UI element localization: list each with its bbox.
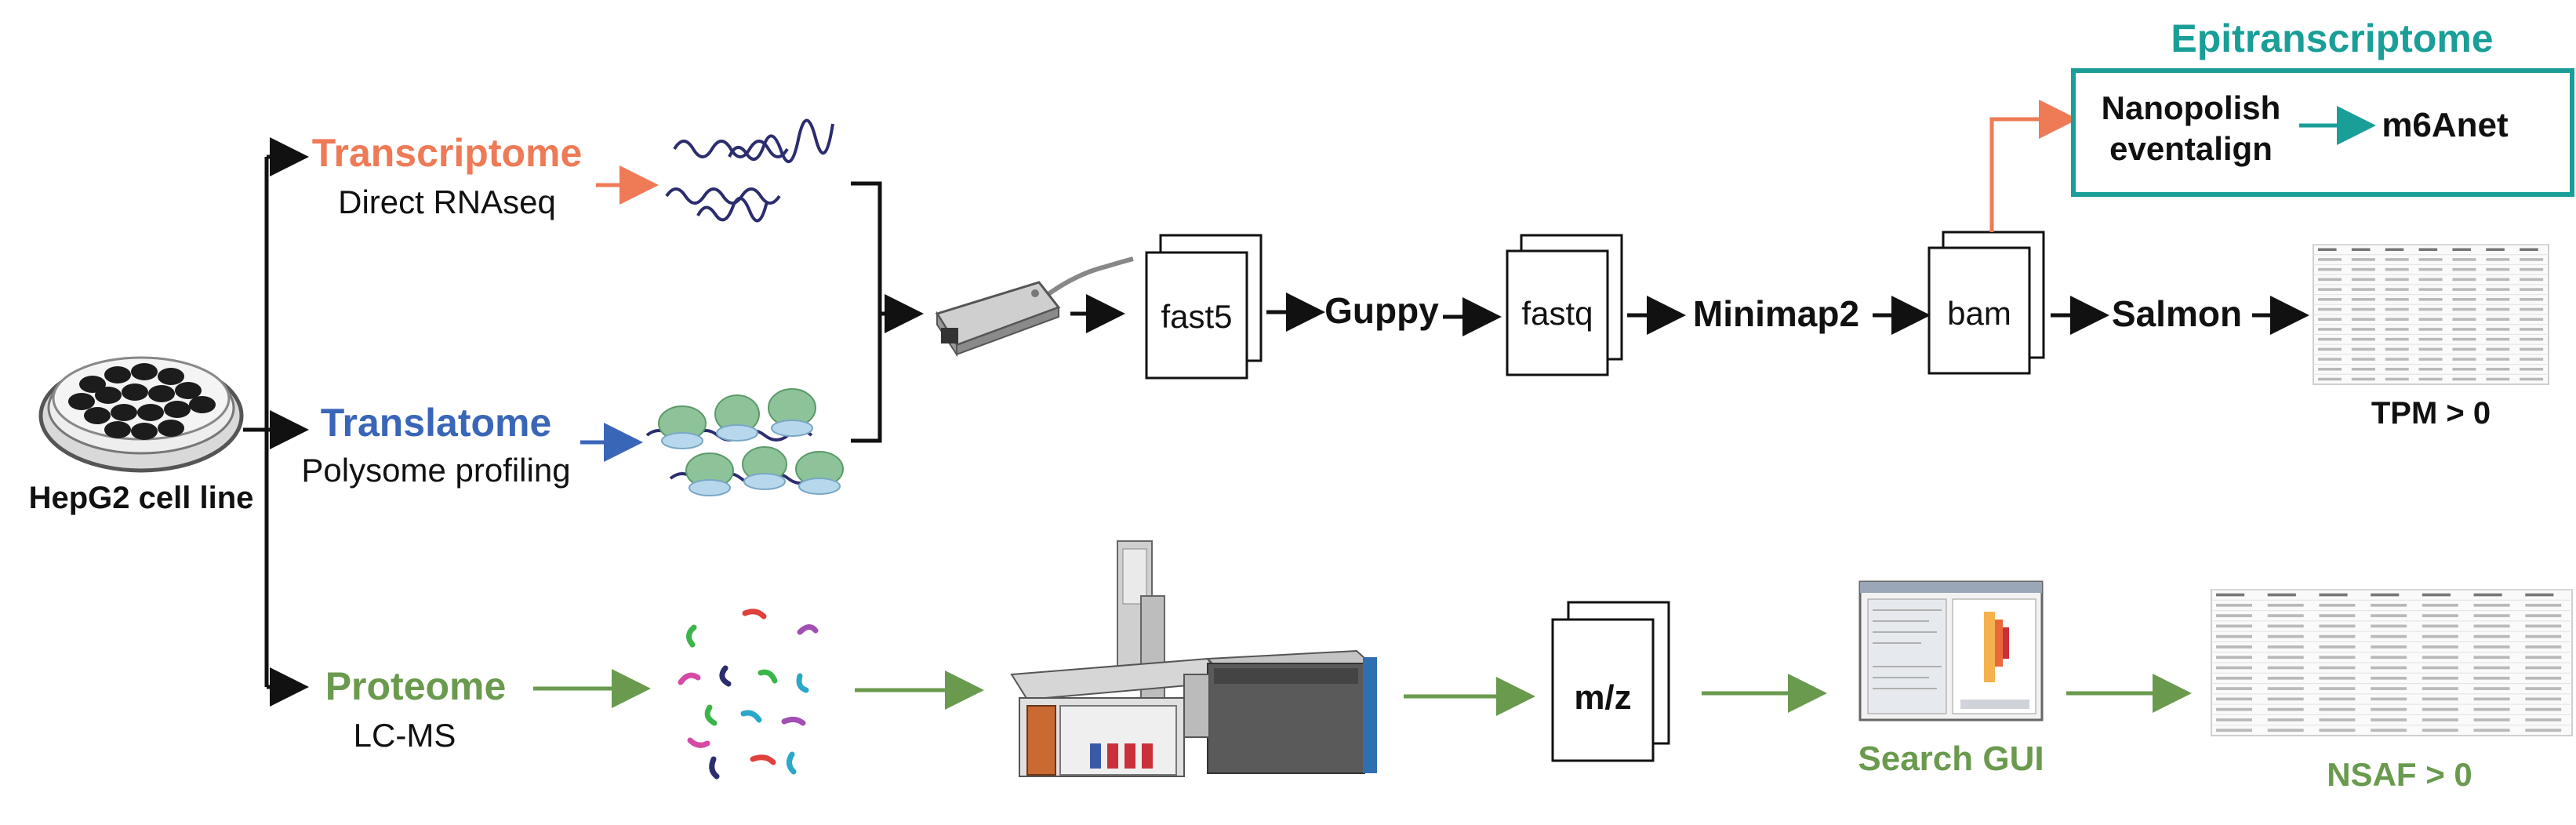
fastq-label: fastq: [1521, 295, 1593, 332]
fast5-file-icon: [1145, 234, 1263, 380]
mz-file-icon: [1551, 601, 1670, 762]
nsaf-label: NSAF > 0: [2327, 756, 2472, 793]
protein-table-icon: [2211, 589, 2573, 736]
m6anet-label: m6Anet: [2382, 106, 2509, 144]
fast5-label: fast5: [1161, 298, 1232, 335]
proteome-title: Proteome: [325, 664, 507, 708]
software-window-icon: [1858, 580, 2044, 721]
tpm-label: TPM > 0: [2371, 396, 2491, 431]
nanopolish-label: Nanopolish: [2102, 89, 2281, 126]
polysome-icon: [645, 388, 844, 496]
translatome-subtitle: Polysome profiling: [301, 452, 570, 489]
expression-table-icon: [2313, 244, 2549, 385]
eventalign-label: eventalign: [2109, 130, 2273, 167]
mz-label: m/z: [1574, 678, 1631, 717]
epitranscriptome-box: [2071, 68, 2574, 197]
arrow-to-nanopolish: [1989, 100, 2078, 232]
proteome-subtitle: LC-MS: [354, 717, 456, 754]
nanopore-sequencer-icon: [935, 256, 1134, 358]
search-gui-label: Search GUI: [1858, 740, 2044, 778]
bam-file-icon: [1927, 231, 2045, 375]
transcriptome-subtitle: Direct RNAseq: [338, 184, 556, 220]
branch-bracket: [243, 137, 309, 707]
peptides-icon: [678, 609, 819, 780]
merge-bracket: [851, 181, 924, 443]
mass-spectrometer-icon: [1010, 540, 1377, 777]
rna-strands-icon: [665, 118, 834, 223]
translatome-title: Translatome: [321, 401, 552, 445]
epitranscriptome-title: Epitranscriptome: [2171, 16, 2493, 60]
cell-line-label: HepG2 cell line: [29, 481, 254, 515]
bam-label: bam: [1947, 295, 2011, 332]
transcriptome-title: Transcriptome: [312, 131, 583, 175]
minimap2-label: Minimap2: [1693, 293, 1859, 334]
fastq-file-icon: [1506, 234, 1623, 376]
petri-dish-icon: [38, 356, 244, 473]
salmon-label: Salmon: [2112, 293, 2242, 334]
guppy-label: Guppy: [1324, 290, 1439, 331]
